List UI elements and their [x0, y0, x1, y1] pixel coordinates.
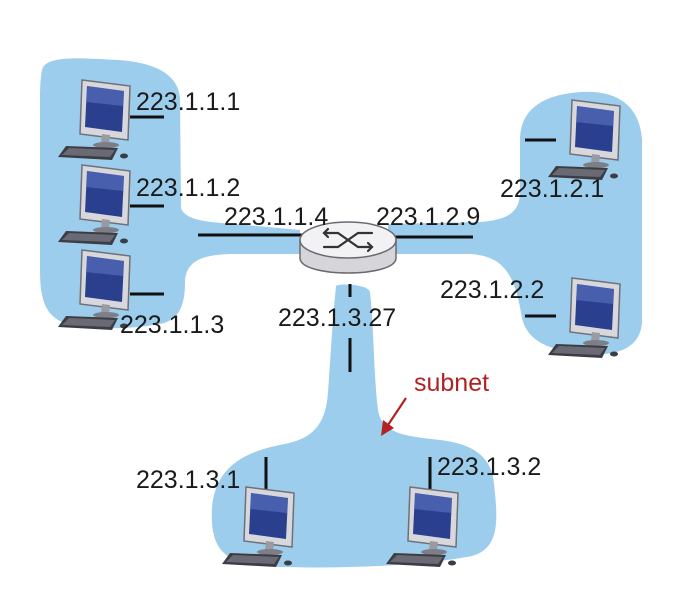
ip-label-r1: 223.1.1.4 — [224, 203, 328, 231]
ip-label-h4: 223.1.2.1 — [500, 175, 604, 203]
ip-labels: 223.1.1.1 223.1.1.2 223.1.1.3 223.1.1.4 … — [120, 88, 604, 494]
subnet-annotation: subnet — [381, 369, 489, 436]
subnet-label: subnet — [414, 369, 489, 397]
ip-label-h3: 223.1.1.3 — [120, 311, 224, 339]
ip-label-h6: 223.1.3.1 — [136, 466, 240, 494]
arrow-icon — [381, 397, 407, 436]
ip-label-r3: 223.1.3.27 — [278, 304, 396, 332]
links — [130, 115, 556, 492]
ip-label-h5: 223.1.2.2 — [440, 276, 544, 304]
router[interactable] — [299, 221, 397, 274]
ip-label-h1: 223.1.1.1 — [136, 88, 240, 116]
ip-label-h2: 223.1.1.2 — [136, 174, 240, 202]
ip-label-h7: 223.1.3.2 — [437, 453, 541, 481]
router-icon — [299, 221, 397, 274]
ip-label-r2: 223.1.2.9 — [376, 203, 480, 231]
